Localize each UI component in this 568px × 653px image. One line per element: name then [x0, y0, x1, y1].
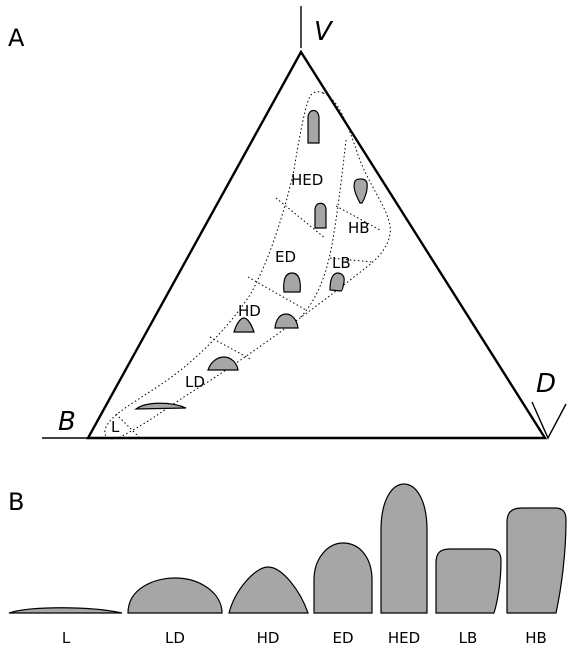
region-label-hd: HD	[238, 302, 261, 320]
shape-lb	[436, 549, 501, 613]
region-label-ed: ED	[275, 248, 296, 266]
shape-hed	[381, 484, 427, 613]
panel-b-label: B	[8, 488, 24, 516]
shape-label-lb: LB	[459, 629, 478, 647]
divider-ld-l	[116, 414, 140, 438]
vertex-label-d: D	[536, 369, 556, 399]
shape-hb	[507, 508, 566, 613]
shape-label-ld: LD	[165, 629, 185, 647]
vertex-label-b: B	[58, 407, 76, 437]
mini-shape-hed	[315, 203, 326, 228]
region-label-hed: HED	[291, 171, 323, 189]
ternary-diagram: V B D HED HB ED LB HD LD L	[42, 6, 566, 439]
panel-a-label: A	[8, 24, 25, 52]
shape-hd	[229, 567, 308, 613]
region-label-hb: HB	[348, 219, 370, 237]
region-label-lb: LB	[332, 254, 351, 272]
ternary-triangle	[88, 52, 545, 438]
mini-shape-ed	[284, 273, 301, 292]
divider-hd-ld	[210, 337, 252, 360]
shape-ld	[128, 578, 222, 613]
mini-shape-hb	[354, 179, 367, 203]
mini-shape-ld	[208, 357, 238, 370]
mini-shape-hd-2	[275, 314, 298, 328]
shape-label-ed: ED	[332, 629, 353, 647]
mini-shape-l	[136, 403, 186, 409]
shape-label-l: L	[62, 629, 71, 647]
shape-ed	[314, 543, 372, 613]
shape-label-hd: HD	[257, 629, 280, 647]
region-label-ld: LD	[185, 373, 205, 391]
vertex-label-v: V	[314, 17, 334, 47]
mini-shape-hed-top	[308, 111, 319, 144]
shape-labels: L LD HD ED HED LB HB	[62, 629, 547, 647]
mini-shape-lb	[330, 273, 344, 291]
shape-l	[9, 608, 122, 613]
shape-label-hb: HB	[525, 629, 547, 647]
region-label-l: L	[111, 418, 120, 436]
d-vertex-tick	[532, 402, 566, 438]
mini-shape-hd-1	[234, 318, 254, 332]
shape-row	[9, 484, 566, 613]
shape-label-hed: HED	[388, 629, 420, 647]
